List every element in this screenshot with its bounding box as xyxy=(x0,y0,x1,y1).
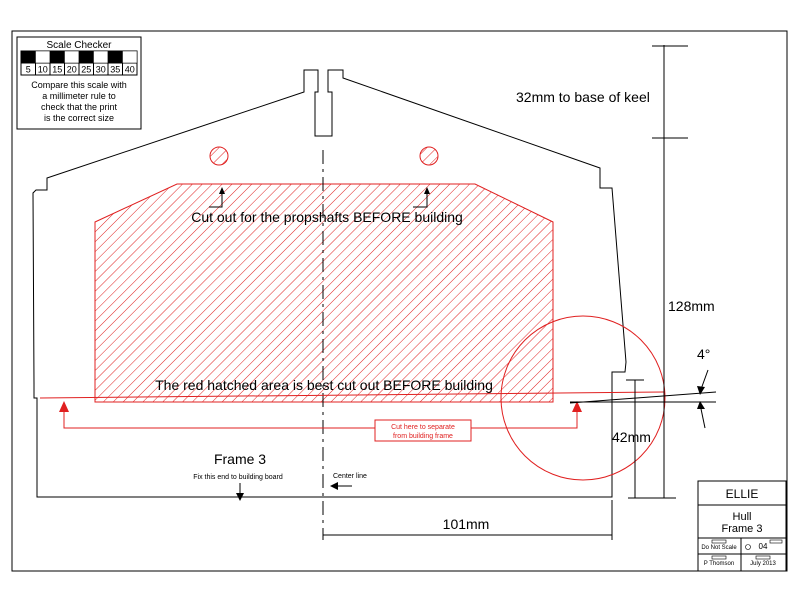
width-dimension-label: 101mm xyxy=(443,516,490,532)
scale-tick-label: 20 xyxy=(67,65,77,75)
part-name-line: Hull xyxy=(733,511,752,523)
scale-tick-label: 40 xyxy=(125,65,135,75)
scale-checker-title: Scale Checker xyxy=(46,40,112,51)
frame-outline xyxy=(32,69,627,498)
scale-block xyxy=(20,50,36,64)
scale-block xyxy=(93,50,109,64)
arrow-up-icon xyxy=(424,187,430,194)
scale-block xyxy=(122,50,138,64)
drawing-date: July 2013 xyxy=(750,561,776,567)
sheet-bar-icon xyxy=(769,539,783,544)
scale-tick-label: 10 xyxy=(38,65,48,75)
scale-ruler-labels: 5 10 15 20 25 30 35 40 xyxy=(26,65,135,75)
scale-instruction-line: is the correct size xyxy=(44,113,114,123)
part-name-line: Frame 3 xyxy=(722,523,763,535)
scale-instruction-line: Compare this scale with xyxy=(31,80,127,90)
height-dimension-label: 128mm xyxy=(668,298,715,314)
do-not-scale-label: Do Not Scale xyxy=(701,545,737,551)
angle-slope-line xyxy=(569,391,717,404)
scale-checker: Scale Checker 5 10 15 20 25 30 35 40 Com… xyxy=(16,36,142,130)
arrow-up-icon xyxy=(572,401,582,412)
propshaft-hole-right xyxy=(419,146,439,166)
arrow-down-icon xyxy=(697,386,705,395)
scale-block xyxy=(49,50,65,64)
cut-note-line: from building frame xyxy=(393,433,453,440)
author-bar-icon xyxy=(711,555,727,560)
scale-block xyxy=(35,50,51,64)
detail-circle xyxy=(500,315,666,481)
cut-note-box xyxy=(374,419,472,442)
title-block: ELLIE Hull Frame 3 Do Not Scale 04 P Tho… xyxy=(697,480,787,572)
arrow-left-icon xyxy=(330,482,338,490)
center-line-label: Center line xyxy=(333,473,367,480)
cut-note-line: Cut here to separate xyxy=(391,424,455,431)
scale-tick-label: 30 xyxy=(96,65,106,75)
separation-line xyxy=(39,391,665,399)
date-bar-icon xyxy=(755,555,771,560)
arrow-down-icon xyxy=(236,493,244,501)
projection-icon xyxy=(745,544,751,550)
bottom-height-dimension-label: 42mm xyxy=(612,429,651,445)
propshaft-leader-right xyxy=(413,189,428,208)
scale-tick-label: 35 xyxy=(110,65,120,75)
propshaft-note: Cut out for the propshafts BEFORE buildi… xyxy=(191,209,463,225)
scale-tick-label: 25 xyxy=(81,65,91,75)
arrow-up-icon xyxy=(697,401,705,409)
fix-end-note: Fix this end to building board xyxy=(193,474,283,481)
scale-tick-label: 5 xyxy=(26,65,31,75)
scale-block xyxy=(64,50,80,64)
arrow-up-icon xyxy=(219,187,225,194)
hatched-area-note: The red hatched area is best cut out BEF… xyxy=(155,377,493,393)
propshaft-hole-left xyxy=(209,146,229,166)
scale-block xyxy=(78,50,94,64)
angle-dimension-label: 4° xyxy=(697,346,710,362)
arrow-up-icon xyxy=(59,401,69,412)
scale-block xyxy=(107,50,123,64)
cut-bracket xyxy=(63,404,578,429)
project-name: ELLIE xyxy=(726,487,759,501)
propshaft-leader-left xyxy=(209,189,223,208)
scale-bar-icon xyxy=(711,539,727,544)
frame-label: Frame 3 xyxy=(214,451,266,467)
sheet-number: 04 xyxy=(759,542,768,551)
scale-ruler-cells xyxy=(20,50,138,75)
keel-dimension-label: 32mm to base of keel xyxy=(516,89,650,105)
author-name: P Thomson xyxy=(704,561,734,567)
scale-instruction-line: a millimeter rule to xyxy=(42,91,116,101)
sheet-border xyxy=(11,30,788,572)
hatched-cutout-area xyxy=(94,183,554,403)
scale-instruction-line: check that the print xyxy=(41,102,118,112)
scale-tick-label: 15 xyxy=(52,65,62,75)
